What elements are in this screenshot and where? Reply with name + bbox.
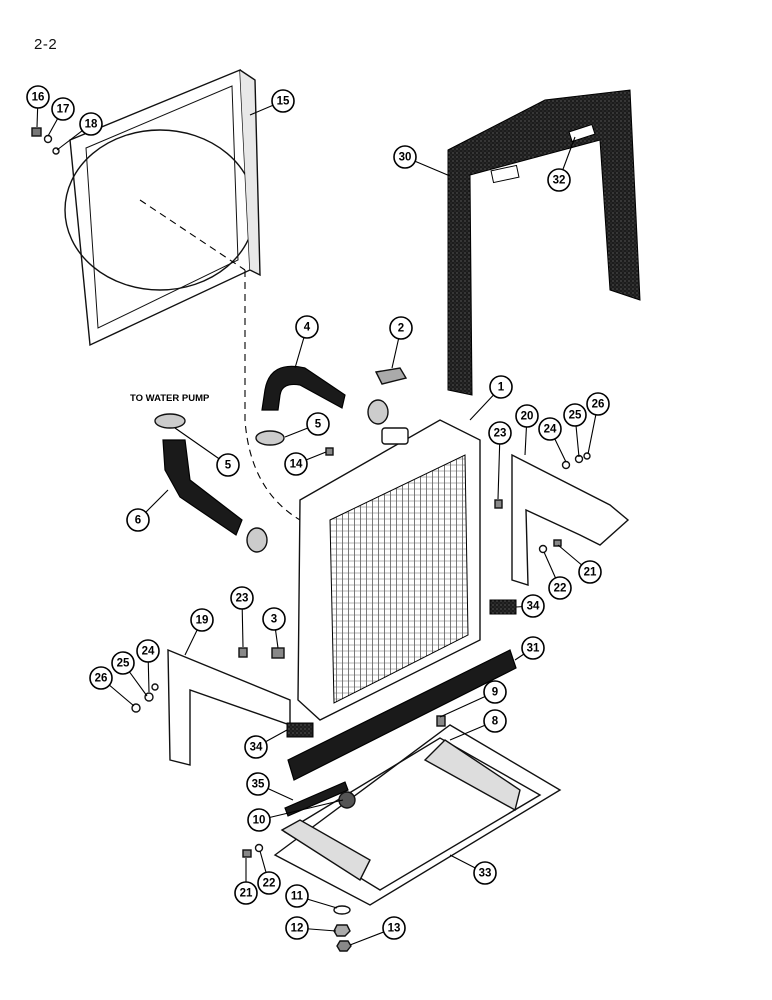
callout-number: 5 bbox=[315, 419, 322, 431]
callout-2: 2 bbox=[389, 316, 413, 340]
callout-number: 4 bbox=[304, 322, 311, 334]
pad-left bbox=[286, 722, 314, 738]
left-bracket bbox=[167, 648, 291, 766]
callout-number: 23 bbox=[494, 428, 507, 440]
callout-number: 16 bbox=[32, 92, 45, 104]
callout-number: 13 bbox=[388, 923, 401, 935]
callout-26: 26 bbox=[586, 392, 610, 416]
callout-number: 18 bbox=[85, 119, 98, 131]
callout-16: 16 bbox=[26, 85, 50, 109]
callout-3: 3 bbox=[262, 607, 286, 631]
callout-25: 25 bbox=[563, 403, 587, 427]
callout-number: 34 bbox=[250, 742, 263, 754]
callout-21: 21 bbox=[578, 560, 602, 584]
clamp bbox=[255, 430, 285, 446]
callout-number: 2 bbox=[398, 323, 404, 335]
callout-23: 23 bbox=[230, 586, 254, 610]
callout-number: 24 bbox=[544, 424, 557, 436]
page-number: 2-2 bbox=[34, 36, 58, 53]
callout-22: 22 bbox=[548, 576, 572, 600]
callout-number: 1 bbox=[498, 382, 505, 394]
callout-6: 6 bbox=[126, 508, 150, 532]
callout-12: 12 bbox=[285, 916, 309, 940]
callout-number: 6 bbox=[135, 515, 141, 527]
pad-right bbox=[489, 599, 517, 615]
callout-14: 14 bbox=[284, 452, 308, 476]
callout-number: 30 bbox=[399, 152, 412, 164]
clamp bbox=[246, 527, 268, 553]
callout-number: 25 bbox=[117, 658, 130, 670]
callout-number: 21 bbox=[240, 888, 253, 900]
callout-15: 15 bbox=[271, 89, 295, 113]
callout-18: 18 bbox=[79, 112, 103, 136]
callout-number: 24 bbox=[142, 646, 155, 658]
callout-number: 10 bbox=[253, 815, 266, 827]
callout-34: 34 bbox=[521, 594, 545, 618]
callout-number: 8 bbox=[492, 716, 499, 728]
callout-11: 11 bbox=[285, 884, 309, 908]
callout-21: 21 bbox=[234, 881, 258, 905]
callout-19: 19 bbox=[190, 608, 214, 632]
callout-number: 14 bbox=[290, 459, 303, 471]
radiator-cap bbox=[374, 367, 408, 385]
callout-number: 9 bbox=[492, 687, 498, 699]
callout-number: 19 bbox=[196, 615, 209, 627]
callout-22: 22 bbox=[257, 871, 281, 895]
callout-number: 34 bbox=[527, 601, 540, 613]
callout-20: 20 bbox=[515, 404, 539, 428]
callout-number: 32 bbox=[553, 175, 566, 187]
callout-number: 22 bbox=[554, 583, 567, 595]
upper-hose bbox=[261, 365, 346, 411]
callout-number: 3 bbox=[271, 614, 277, 626]
radiator-mount bbox=[287, 649, 517, 781]
callout-number: 35 bbox=[252, 779, 265, 791]
clamp bbox=[154, 413, 186, 429]
clamp bbox=[367, 399, 389, 425]
radiator-assembly bbox=[297, 419, 481, 721]
to-water-pump-label: TO WATER PUMP bbox=[130, 393, 210, 404]
callout-1: 1 bbox=[489, 375, 513, 399]
callout-24: 24 bbox=[538, 417, 562, 441]
callout-number: 11 bbox=[291, 891, 304, 903]
callout-26: 26 bbox=[89, 666, 113, 690]
callout-30: 30 bbox=[393, 145, 417, 169]
callout-number: 26 bbox=[95, 673, 108, 685]
callout-25: 25 bbox=[111, 651, 135, 675]
callout-number: 22 bbox=[263, 878, 276, 890]
drain-plug bbox=[338, 791, 356, 809]
callout-number: 15 bbox=[277, 96, 290, 108]
callout-number: 31 bbox=[527, 643, 540, 655]
fan-shroud bbox=[64, 68, 261, 347]
callout-number: 12 bbox=[291, 923, 304, 935]
callout-number: 33 bbox=[479, 868, 492, 880]
callout-number: 5 bbox=[225, 460, 232, 472]
lower-hose bbox=[162, 439, 243, 536]
callout-number: 23 bbox=[236, 593, 249, 605]
callout-24: 24 bbox=[136, 639, 160, 663]
callout-23: 23 bbox=[488, 421, 512, 445]
callout-number: 21 bbox=[584, 567, 597, 579]
callout-17: 17 bbox=[51, 97, 75, 121]
callout-32: 32 bbox=[547, 168, 571, 192]
callout-31: 31 bbox=[521, 636, 545, 660]
callout-number: 25 bbox=[569, 410, 582, 422]
callout-number: 26 bbox=[592, 399, 605, 411]
callout-10: 10 bbox=[247, 808, 271, 832]
callout-number: 17 bbox=[57, 104, 70, 116]
right-bracket bbox=[511, 453, 630, 586]
callout-9: 9 bbox=[483, 680, 507, 704]
callout-number: 20 bbox=[521, 411, 534, 423]
callout-5: 5 bbox=[306, 412, 330, 436]
callout-leader bbox=[258, 799, 344, 821]
callout-5: 5 bbox=[216, 453, 240, 477]
callout-34: 34 bbox=[244, 735, 268, 759]
radiator-shroud-seal bbox=[447, 89, 641, 396]
callout-13: 13 bbox=[382, 916, 406, 940]
callout-35: 35 bbox=[246, 772, 270, 796]
callout-8: 8 bbox=[483, 709, 507, 733]
callout-33: 33 bbox=[473, 861, 497, 885]
callout-4: 4 bbox=[295, 315, 319, 339]
